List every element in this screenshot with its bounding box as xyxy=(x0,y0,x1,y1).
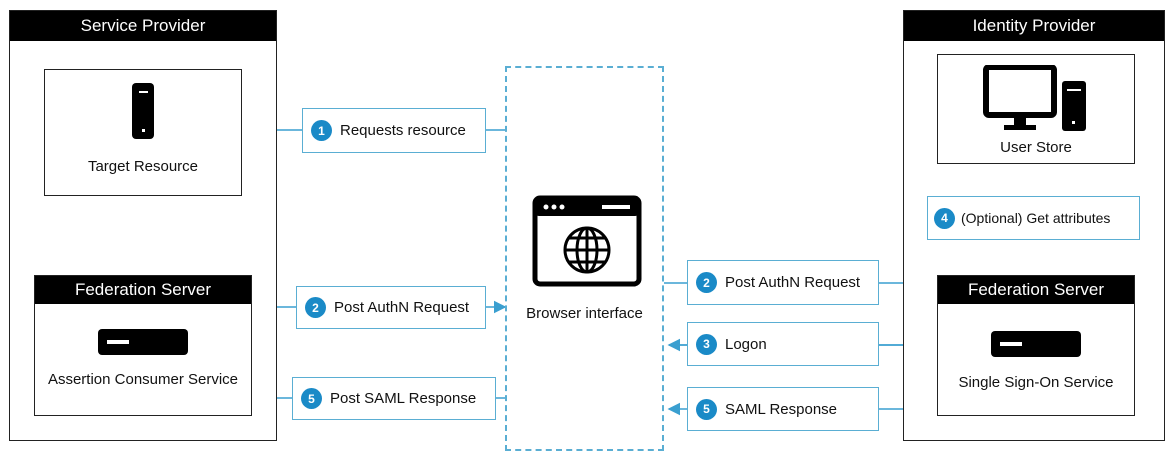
step-label: Post SAML Response xyxy=(330,390,477,407)
step-requests-resource: 1 Requests resource xyxy=(302,108,486,153)
sp-federation-server-title: Federation Server xyxy=(35,276,251,304)
step-get-attributes: 4 (Optional) Get attributes xyxy=(927,196,1140,240)
idp-federation-server-box: Federation Server Single Sign-On Service xyxy=(937,275,1135,416)
step-post-authn-left: 2 Post AuthN Request xyxy=(296,286,486,329)
step-number-badge: 2 xyxy=(305,297,326,318)
target-resource-box: Target Resource xyxy=(44,69,242,196)
server-rack-icon xyxy=(991,331,1081,357)
step-number-badge: 4 xyxy=(934,207,955,229)
server-tower-icon xyxy=(132,83,154,139)
step-post-authn-right: 2 Post AuthN Request xyxy=(687,260,879,305)
user-store-label: User Store xyxy=(1000,139,1072,156)
desktop-computer-icon xyxy=(983,65,1086,131)
step-number-badge: 1 xyxy=(311,120,332,141)
step-saml-response: 5 SAML Response xyxy=(687,387,879,431)
step-label: (Optional) Get attributes xyxy=(961,210,1111,226)
browser-globe-icon xyxy=(532,195,642,287)
user-store-box: User Store xyxy=(937,54,1135,164)
step-label: Requests resource xyxy=(340,122,466,139)
step-number-badge: 5 xyxy=(696,398,717,420)
step-post-saml-left: 5 Post SAML Response xyxy=(292,377,496,420)
step-label: Logon xyxy=(725,335,767,353)
step-label: Post AuthN Request xyxy=(725,274,861,291)
sp-federation-server-box: Federation Server Assertion Consumer Ser… xyxy=(34,275,252,416)
service-provider-title: Service Provider xyxy=(10,11,276,41)
assertion-consumer-label: Assertion Consumer Service xyxy=(47,371,239,388)
server-rack-icon xyxy=(98,329,188,355)
step-number-badge: 5 xyxy=(301,388,322,409)
step-label: SAML Response xyxy=(725,400,838,418)
step-number-badge: 3 xyxy=(696,333,717,355)
browser-interface-box: Browser interface xyxy=(505,66,664,451)
step-label: Post AuthN Request xyxy=(334,299,470,316)
step-number-badge: 2 xyxy=(696,272,717,293)
target-resource-label: Target Resource xyxy=(87,158,199,175)
identity-provider-title: Identity Provider xyxy=(904,11,1164,41)
browser-interface-label: Browser interface xyxy=(526,305,643,322)
sso-service-label: Single Sign-On Service xyxy=(958,374,1114,391)
idp-federation-server-title: Federation Server xyxy=(938,276,1134,304)
step-logon: 3 Logon xyxy=(687,322,879,366)
